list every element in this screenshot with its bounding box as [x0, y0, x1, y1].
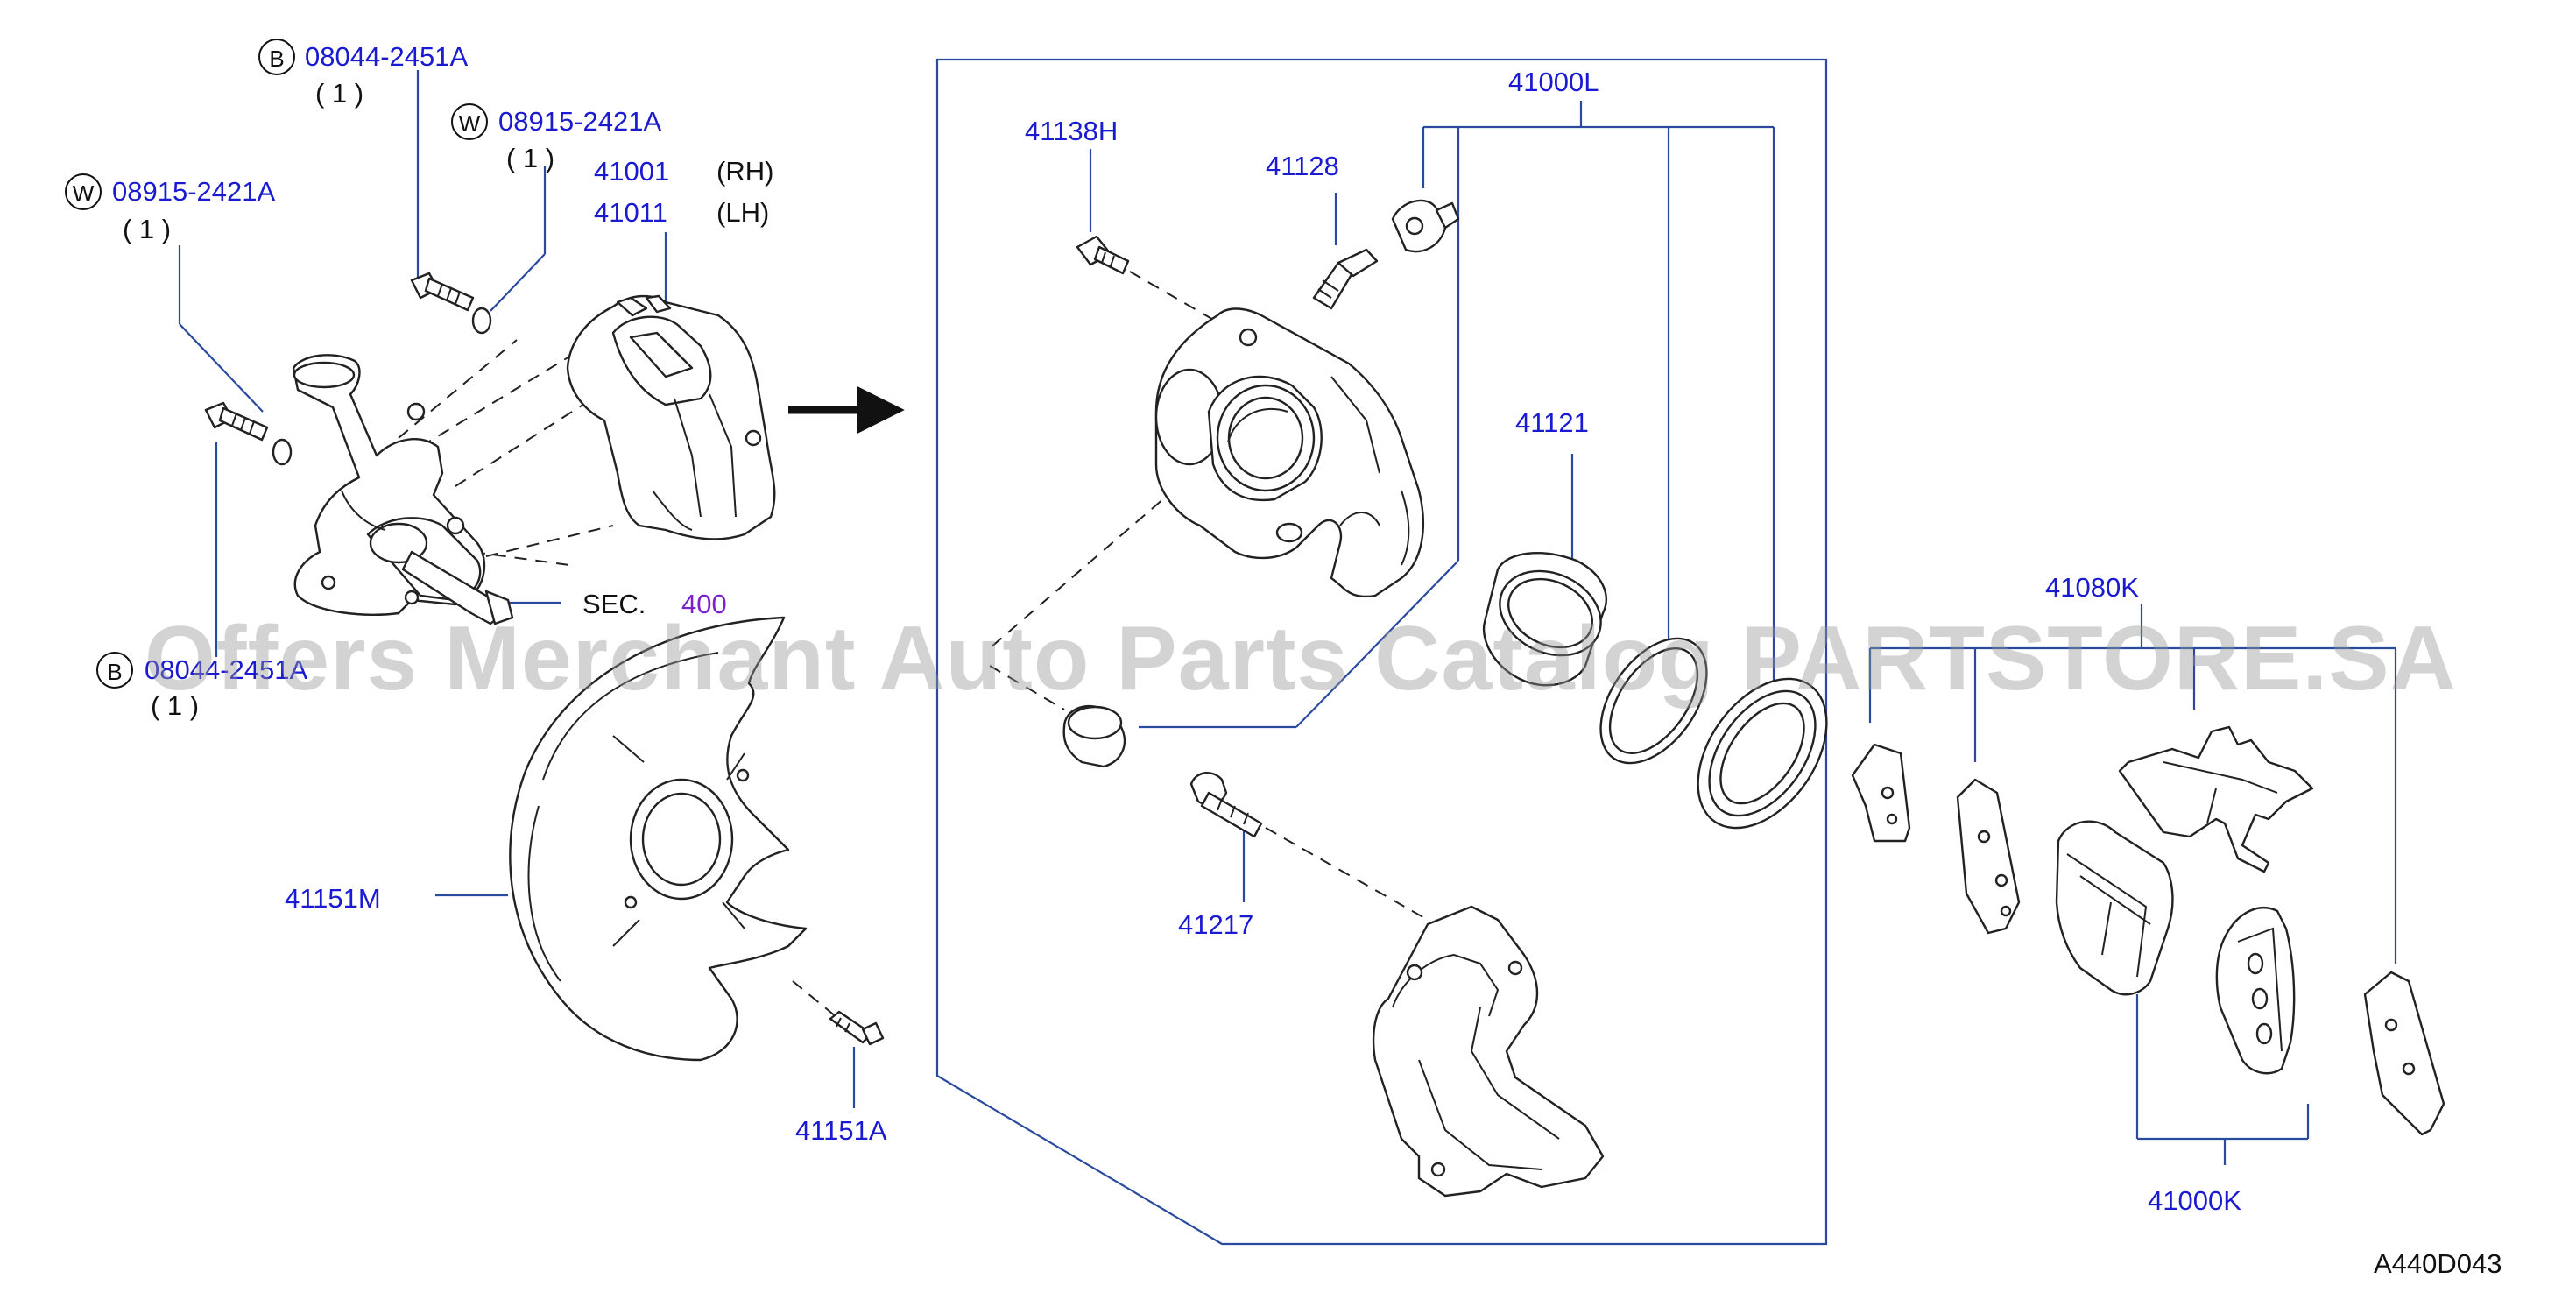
- part-code-bleeder[interactable]: 41128: [1266, 151, 1339, 181]
- box-leader-lines: [1089, 101, 1775, 902]
- diagram-code: A440D043: [2374, 1248, 2502, 1279]
- part-code-b-top[interactable]: 08044-2451A: [305, 41, 469, 72]
- qty-b-low: ( 1 ): [151, 690, 200, 721]
- pad-shim-inner: [1956, 778, 2021, 935]
- marker-w-mid: W: [451, 103, 488, 140]
- pad-retainer-clip: [2118, 725, 2314, 873]
- dust-shield: [509, 616, 808, 1062]
- watermark-text: Offers Merchant Auto Parts Catalog PARTS…: [145, 608, 2457, 710]
- caliper-lh-side: (LH): [716, 197, 770, 228]
- pad-leader-lines: [1868, 604, 2397, 1165]
- piston-seal: [1599, 637, 1708, 765]
- part-code-dust-shield[interactable]: 41151M: [285, 883, 381, 914]
- part-code-caliper-lh[interactable]: 41011: [594, 197, 667, 228]
- caliper-assembly-left: [566, 294, 776, 540]
- part-code-w-mid[interactable]: 08915-2421A: [498, 106, 662, 137]
- part-code-bleeder-bolt[interactable]: 41138H: [1025, 116, 1119, 146]
- bleeder-screw: [1312, 248, 1379, 310]
- pad-shim-outer: [1851, 743, 1911, 843]
- qty-b-top: ( 1 ): [315, 78, 364, 109]
- part-code-caliper-rh[interactable]: 41001: [594, 156, 670, 187]
- bolt-b-top: [410, 272, 475, 312]
- assembly-frame: [935, 58, 1828, 1246]
- piston-boot: [1697, 677, 1828, 830]
- part-code-shield-bolt[interactable]: 41151A: [795, 1115, 887, 1146]
- qty-w-left: ( 1 ): [123, 214, 172, 244]
- brake-pad-inner: [2215, 907, 2296, 1075]
- part-code-w-left[interactable]: 08915-2421A: [112, 176, 276, 207]
- caliper-piston: [1482, 552, 1607, 687]
- part-code-guide-pin[interactable]: 41217: [1178, 909, 1254, 940]
- bolt-w-left: [204, 401, 293, 466]
- steering-knuckle: [292, 354, 514, 625]
- pad-shim-right: [2363, 971, 2445, 1136]
- bleeder-bolt: [1076, 235, 1130, 275]
- caliper-bracket: [1372, 905, 1605, 1198]
- caliper-body: [1154, 307, 1424, 598]
- shield-bolt: [829, 1010, 885, 1046]
- marker-w-left: W: [65, 173, 102, 210]
- left-leader-lines: [178, 70, 856, 1108]
- part-code-hardware-kit[interactable]: 41080K: [2045, 572, 2139, 603]
- section-prefix: SEC.: [582, 589, 646, 619]
- qty-w-mid: ( 1 ): [506, 143, 555, 173]
- brake-pad-outer: [2055, 820, 2174, 996]
- part-code-pad-kit[interactable]: 41000K: [2148, 1185, 2241, 1216]
- part-code-piston[interactable]: 41121: [1515, 407, 1589, 438]
- brake-fitting: [1391, 199, 1460, 253]
- marker-b-low: B: [96, 652, 133, 689]
- guide-pin: [1189, 772, 1263, 838]
- washer-w-mid: [471, 307, 492, 335]
- pin-boot: [1062, 704, 1126, 768]
- caliper-rh-side: (RH): [716, 156, 774, 187]
- part-code-b-low[interactable]: 08044-2451A: [145, 654, 308, 685]
- part-code-caliper-kit[interactable]: 41000L: [1508, 67, 1599, 97]
- marker-b-top: B: [258, 39, 295, 75]
- section-number[interactable]: 400: [681, 589, 727, 619]
